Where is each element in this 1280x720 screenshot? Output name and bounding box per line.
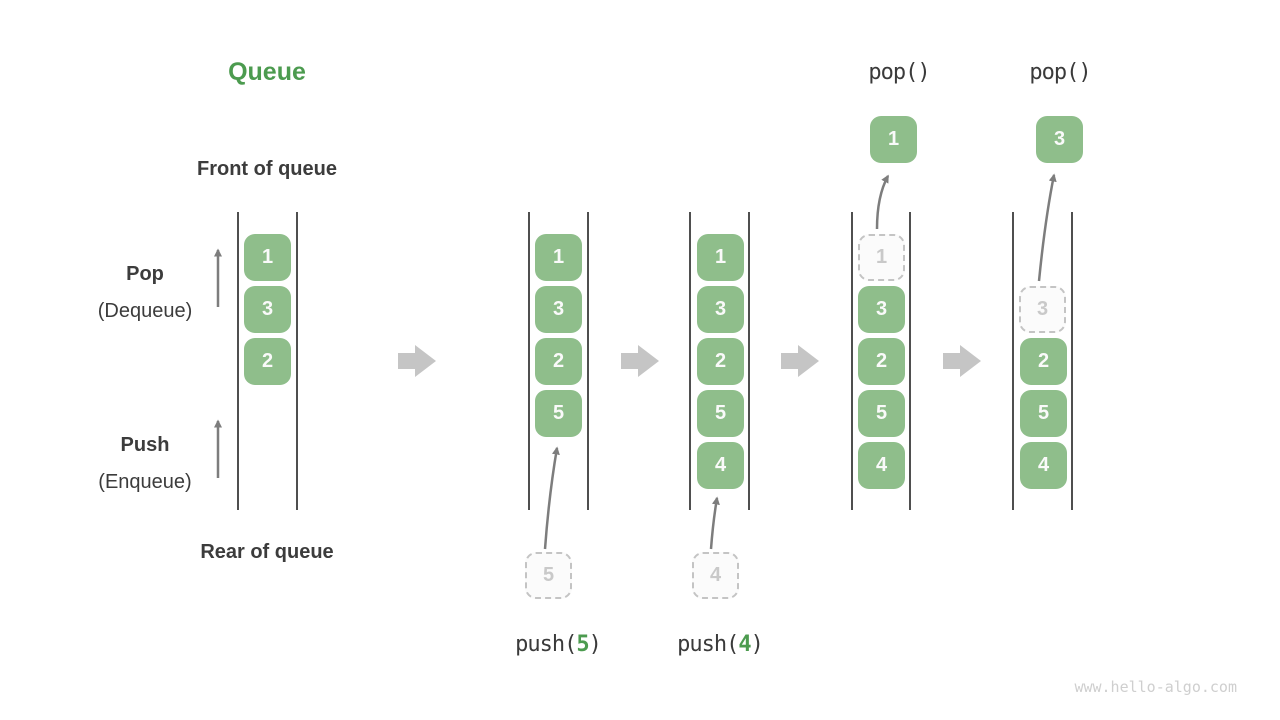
push-arrow-icon <box>543 446 560 550</box>
queue-cell: 2 <box>697 338 744 385</box>
push-label: Push <box>120 434 170 456</box>
pop-call-label: pop() <box>868 60 930 85</box>
queue-cell: 1 <box>535 234 582 281</box>
pop-arrow-icon <box>1037 173 1057 282</box>
flow-arrow-icon <box>398 345 436 377</box>
push-arg-text: 5 <box>576 632 589 657</box>
queue-cell: 5 <box>1020 390 1067 437</box>
push-arrow-icon <box>709 496 720 550</box>
popped-value-cell: 1 <box>870 116 917 163</box>
queue-cell: 3 <box>244 286 291 333</box>
push-side-label: Push (Enqueue) <box>70 427 220 501</box>
queue-cell: 1 <box>697 234 744 281</box>
enqueue-label: (Enqueue) <box>98 471 192 493</box>
push-arg-text: 4 <box>738 632 751 657</box>
queue-rail <box>909 212 911 510</box>
staged-value-cell: 5 <box>525 552 572 599</box>
queue-cell: 4 <box>1020 442 1067 489</box>
queue-cell: 4 <box>697 442 744 489</box>
pop-arrow-icon <box>875 174 890 230</box>
rear-of-queue-label: Rear of queue <box>200 541 334 563</box>
queue-rail <box>1012 212 1014 510</box>
push-fn-text: push( <box>677 632 739 657</box>
queue-cell: 5 <box>858 390 905 437</box>
push-call-label: push(5) <box>478 632 638 657</box>
queue-cell: 5 <box>535 390 582 437</box>
flow-arrow-icon <box>943 345 981 377</box>
queue-rail <box>587 212 589 510</box>
watermark: www.hello-algo.com <box>1074 678 1237 696</box>
queue-rail <box>296 212 298 510</box>
queue-rail <box>1071 212 1073 510</box>
queue-rail <box>528 212 530 510</box>
queue-cell: 2 <box>858 338 905 385</box>
staged-value-cell: 4 <box>692 552 739 599</box>
queue-cell: 2 <box>244 338 291 385</box>
queue-cell: 4 <box>858 442 905 489</box>
removed-cell: 1 <box>858 234 905 281</box>
queue-cell: 5 <box>697 390 744 437</box>
flow-arrow-icon <box>781 345 819 377</box>
queue-cell: 3 <box>858 286 905 333</box>
queue-rail <box>748 212 750 510</box>
queue-cell: 1 <box>244 234 291 281</box>
popped-value-cell: 3 <box>1036 116 1083 163</box>
removed-cell: 3 <box>1019 286 1066 333</box>
pop-label: Pop <box>126 263 164 285</box>
queue-cell: 2 <box>535 338 582 385</box>
diagram-title: Queue <box>228 58 306 86</box>
dequeue-label: (Dequeue) <box>97 300 193 322</box>
push-fn-text: push( <box>515 632 577 657</box>
pop-call-label: pop() <box>1029 60 1091 85</box>
queue-rail <box>689 212 691 510</box>
front-of-queue-label: Front of queue <box>197 158 337 180</box>
push-call-label: push(4) <box>640 632 800 657</box>
queue-rail <box>851 212 853 510</box>
pop-side-label: Pop (Dequeue) <box>70 256 220 330</box>
queue-cell: 3 <box>697 286 744 333</box>
queue-rail <box>237 212 239 510</box>
queue-cell: 3 <box>535 286 582 333</box>
flow-arrow-icon <box>621 345 659 377</box>
push-close-text: ) <box>750 632 764 657</box>
push-close-text: ) <box>588 632 602 657</box>
queue-cell: 2 <box>1020 338 1067 385</box>
